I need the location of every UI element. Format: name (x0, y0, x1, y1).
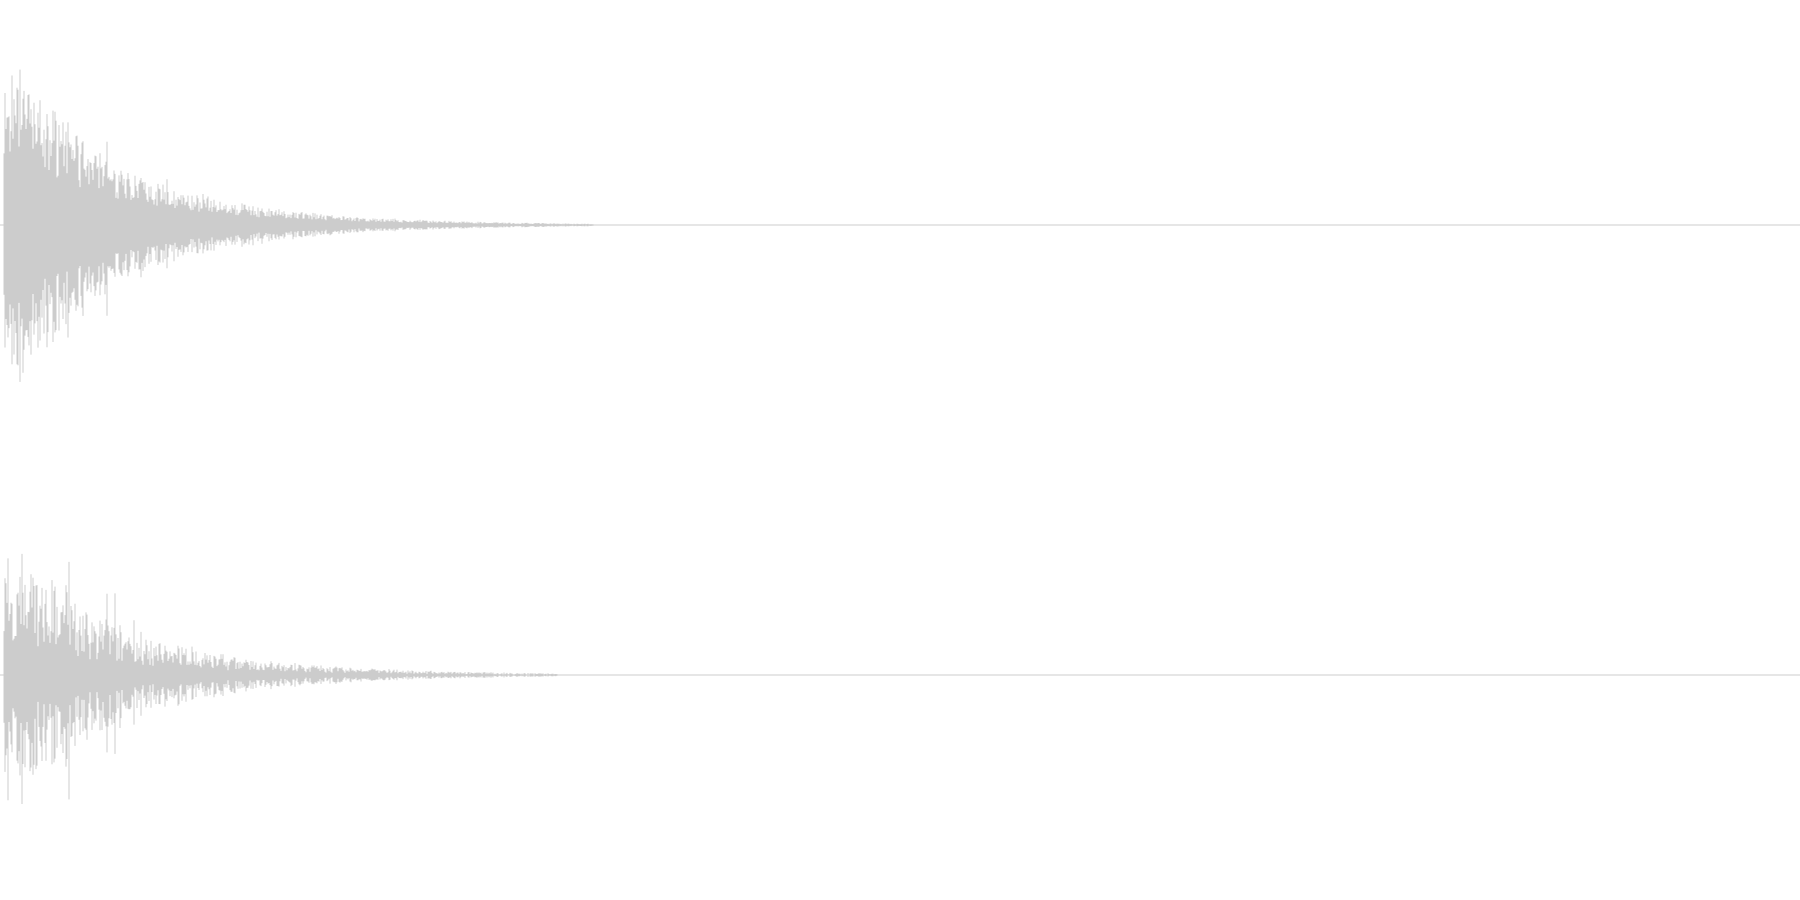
channel-1-waveform (0, 69, 1800, 382)
channel-2-signal (3, 553, 558, 804)
channel-2-waveform (0, 553, 1800, 804)
channel-1-lane[interactable] (0, 0, 1800, 450)
channel-1-signal (3, 69, 594, 382)
channel-2-lane[interactable] (0, 450, 1800, 900)
